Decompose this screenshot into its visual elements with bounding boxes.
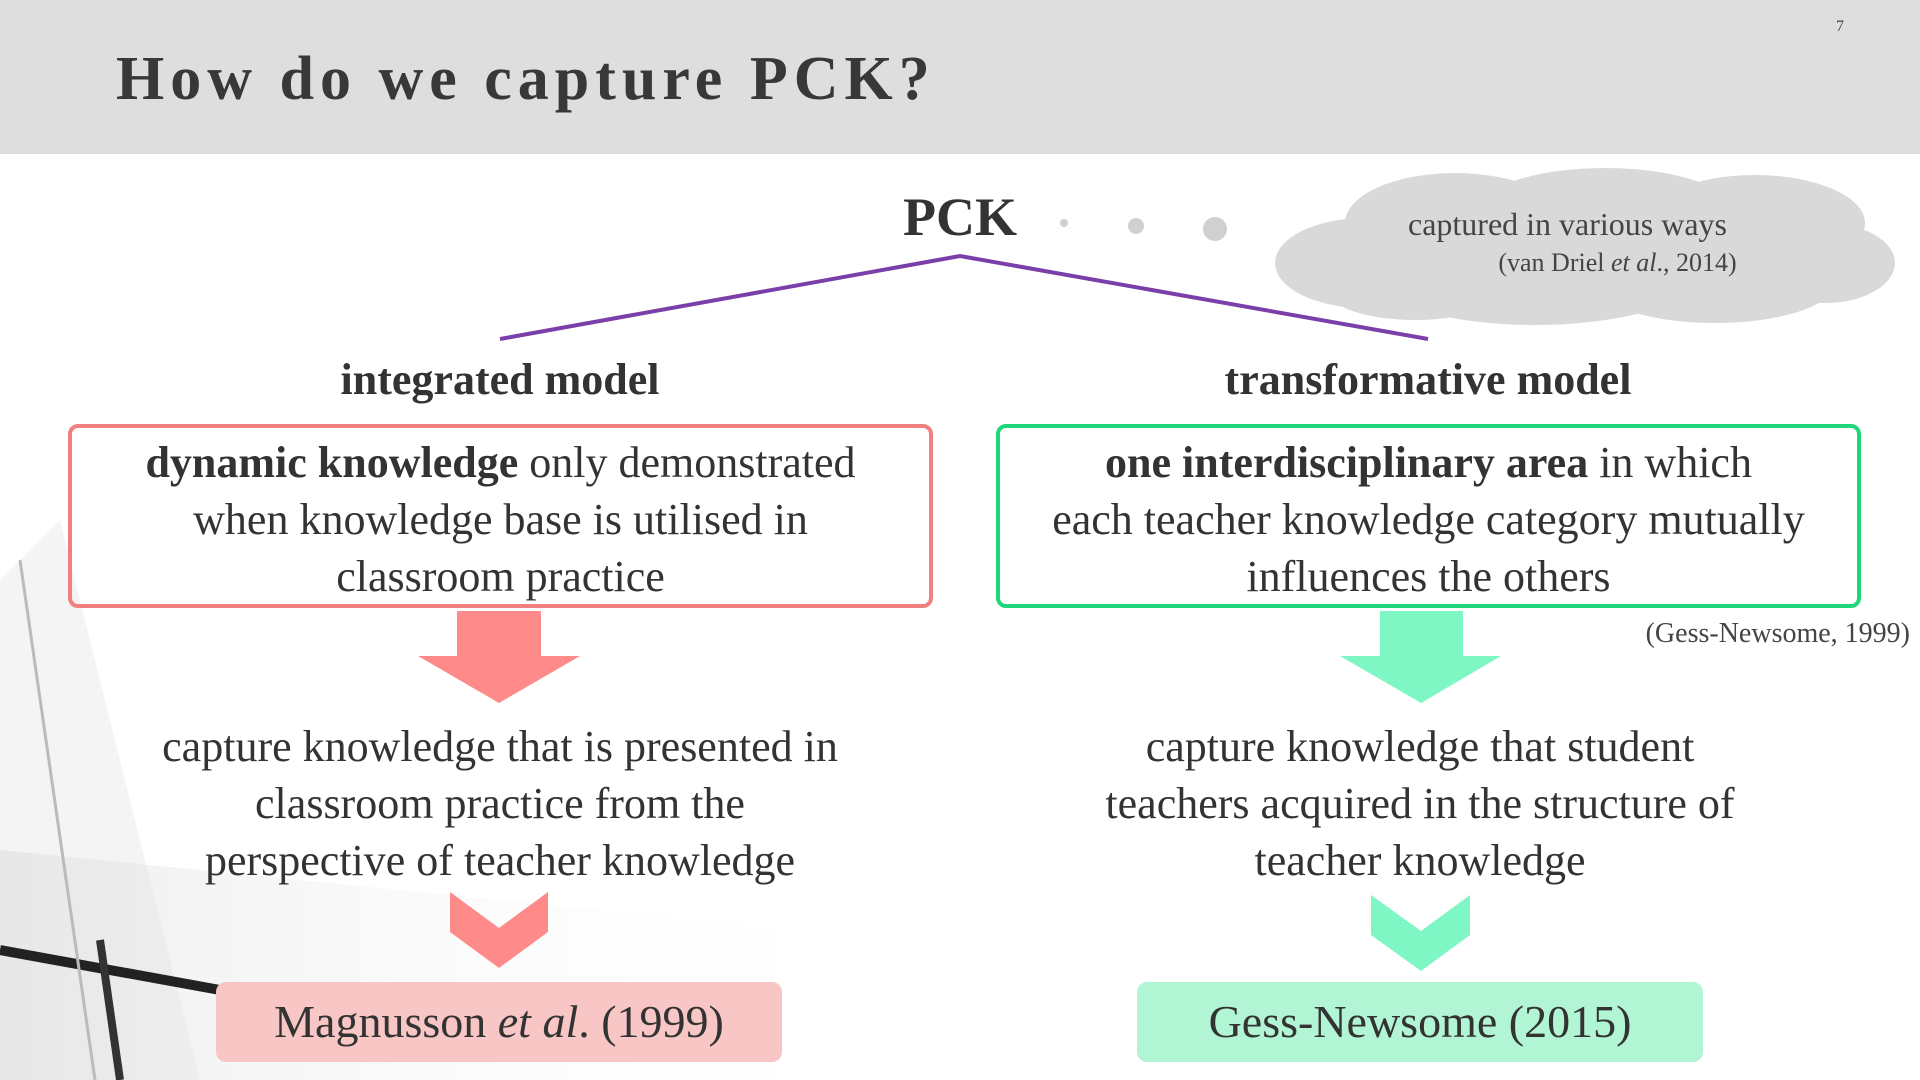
right-down-arrow [1340,611,1501,703]
cloud-citation: (van Driel et al., 2014) [1498,248,1737,277]
slide-title: How do we capture PCK? [116,45,936,113]
transformative-model-box: one interdisciplinary area in which each… [996,424,1861,608]
slide-number: 7 [1836,18,1844,35]
transformative-capture-text: capture knowledge that student teachers … [1105,722,1735,885]
transformative-model-title: transformative model [1224,355,1632,404]
integrated-model-box: dynamic knowledge only demonstrated when… [68,424,933,608]
thought-cloud [1275,168,1895,325]
right-chevron-arrow [1371,895,1470,971]
integrated-capture-text: capture knowledge that is presented in c… [162,722,838,885]
integrated-model-title: integrated model [340,355,660,404]
transformative-reference: Gess-Newsome (2015) [1137,982,1703,1062]
transformative-model-citation: (Gess-Newsome, 1999) [1645,618,1910,649]
integrated-reference: Magnusson et al. (1999) [216,982,782,1062]
root-label-pck: PCK [903,187,1017,247]
cloud-text: captured in various ways [1407,206,1727,242]
slide-header [0,0,1920,154]
